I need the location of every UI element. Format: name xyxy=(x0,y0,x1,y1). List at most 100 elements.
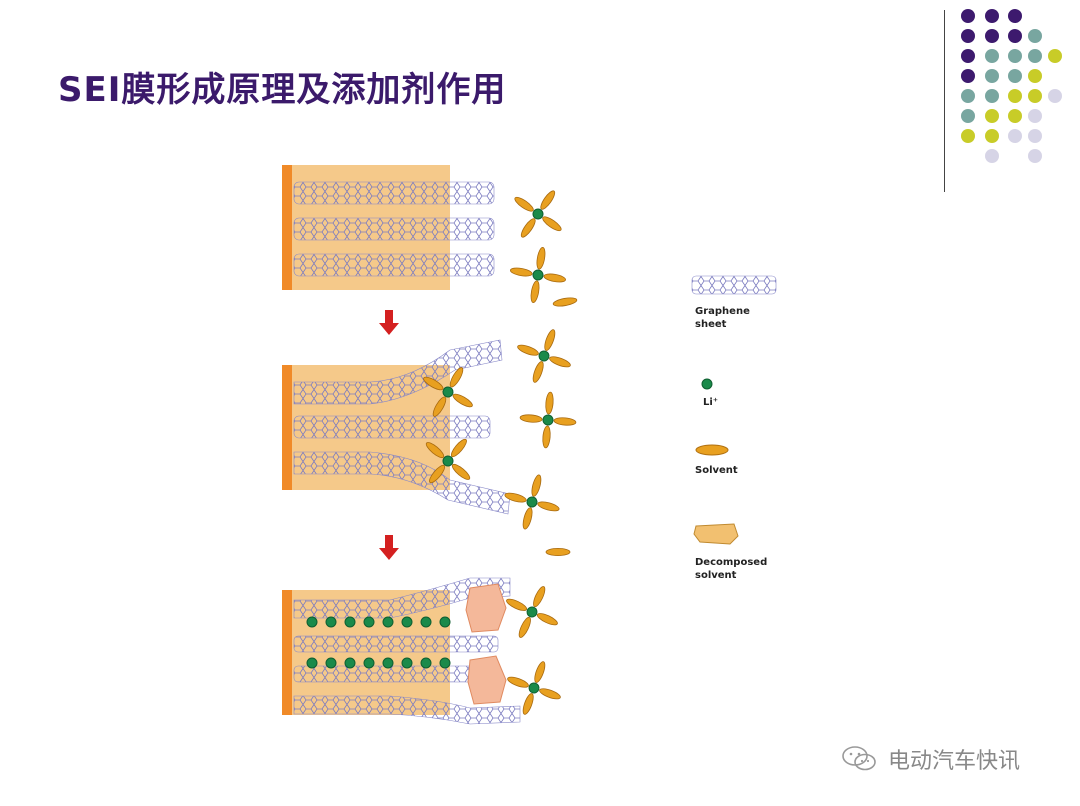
solvated-lithium-cluster xyxy=(504,474,560,530)
graphene-sheet xyxy=(293,451,511,515)
solvent-molecule xyxy=(449,367,464,388)
lithium-ion xyxy=(420,616,432,628)
decorative-dot xyxy=(1028,129,1042,143)
decorative-dot xyxy=(1028,109,1042,123)
solvent-molecule xyxy=(539,688,561,700)
decorative-dot xyxy=(961,69,975,83)
decorative-dot xyxy=(1048,89,1062,103)
solvent-molecule xyxy=(549,356,571,368)
lithium-ion xyxy=(439,657,451,669)
slide-title: SEI膜形成原理及添加剂作用 xyxy=(58,70,507,110)
lithium-ion xyxy=(538,350,550,362)
decorative-dot xyxy=(1008,49,1022,63)
decorative-dot xyxy=(985,129,999,143)
graphene-sheet xyxy=(293,339,503,405)
decorative-dot xyxy=(1028,89,1042,103)
decorative-dot xyxy=(985,69,999,83)
legend xyxy=(691,275,777,545)
lithium-ion xyxy=(401,616,413,628)
solvent-molecule xyxy=(542,216,562,232)
solvent-molecule xyxy=(532,361,544,383)
intercalated-lithium xyxy=(306,616,451,669)
decorative-dot xyxy=(1008,29,1022,43)
current-collector xyxy=(282,365,292,490)
lithium-ion xyxy=(401,657,413,669)
solvated-lithium-cluster xyxy=(506,586,558,638)
watermark: 电动汽车快讯 xyxy=(840,743,1020,775)
wechat-icon xyxy=(842,746,876,771)
panel-intercalation xyxy=(282,339,511,515)
decomposed-solvent-layer xyxy=(467,655,507,705)
decorative-dot xyxy=(1048,49,1062,63)
solvent-molecule xyxy=(450,438,467,458)
lithium-ion-icon xyxy=(701,378,713,390)
lithium-ion xyxy=(363,657,375,669)
solvent-molecule xyxy=(432,396,447,417)
solvent-molecule xyxy=(540,190,556,210)
decorative-dot xyxy=(985,49,999,63)
lithium-ion xyxy=(526,496,538,508)
free-solvent-molecules xyxy=(545,297,578,556)
graphene-sheet xyxy=(293,635,499,653)
graphene-sheet xyxy=(293,577,511,619)
solvent-molecule xyxy=(536,613,558,626)
graphene-sheet xyxy=(293,665,499,683)
solvent-molecule xyxy=(522,693,534,715)
decorative-dot xyxy=(1008,89,1022,103)
decorative-dot xyxy=(961,89,975,103)
solvent-molecule xyxy=(504,492,527,503)
lithium-ion xyxy=(306,616,318,628)
solvent-molecule xyxy=(519,414,543,423)
graphene-sheet xyxy=(293,253,495,277)
decorative-dot xyxy=(961,109,975,123)
graphene-sheet xyxy=(293,217,495,241)
solvated-lithium-clusters xyxy=(423,190,577,715)
solvent-molecule xyxy=(545,391,554,415)
solvent-molecule xyxy=(452,393,473,408)
lithium-ion xyxy=(325,616,337,628)
solvent-molecule xyxy=(543,273,566,283)
decomposed-solvent-layer xyxy=(465,583,507,633)
solvent-molecule xyxy=(530,280,540,303)
solvent-molecule-icon xyxy=(695,444,729,456)
solvent-molecule xyxy=(552,297,578,307)
graphene-sheet xyxy=(293,695,521,725)
legend-decomposed-label: Decomposed solvent xyxy=(695,557,768,581)
lithium-ion xyxy=(382,657,394,669)
decorative-dot xyxy=(985,109,999,123)
solvent-molecule xyxy=(451,463,471,480)
watermark-text: 电动汽车快讯 xyxy=(888,749,1021,774)
lithium-ion xyxy=(528,682,540,694)
decorative-dot xyxy=(961,9,975,23)
decorative-dot xyxy=(1008,9,1022,23)
decorative-dot xyxy=(985,9,999,23)
current-collector xyxy=(282,590,292,715)
solvent-molecule xyxy=(553,417,577,426)
decorative-dot xyxy=(961,129,975,143)
solvent-molecule xyxy=(520,218,536,238)
solvent-molecule xyxy=(423,376,444,391)
solvated-lithium-cluster xyxy=(517,329,571,383)
solvent-molecule xyxy=(425,442,445,459)
solvent-molecule xyxy=(514,196,534,212)
decorative-dot xyxy=(985,149,999,163)
lithium-ion xyxy=(439,616,451,628)
lithium-ion xyxy=(344,657,356,669)
down-arrow-icon xyxy=(379,535,399,560)
lithium-ion xyxy=(344,616,356,628)
decorative-dot xyxy=(1028,49,1042,63)
solvent-molecule xyxy=(534,661,546,683)
solvent-molecule xyxy=(533,586,546,608)
solvated-lithium-cluster xyxy=(425,438,471,484)
solvent-molecule xyxy=(429,464,446,484)
solvent-molecule xyxy=(542,425,551,449)
lithium-ion xyxy=(442,455,454,467)
lithium-ion xyxy=(532,208,544,220)
lithium-ion xyxy=(526,606,538,618)
decorative-dot-grid xyxy=(961,9,1062,163)
current-collector xyxy=(282,165,292,290)
solvated-lithium-cluster xyxy=(510,247,566,303)
decorative-dot xyxy=(1028,149,1042,163)
lithium-ion xyxy=(542,414,554,426)
legend-li-label: Li⁺ xyxy=(703,397,719,408)
